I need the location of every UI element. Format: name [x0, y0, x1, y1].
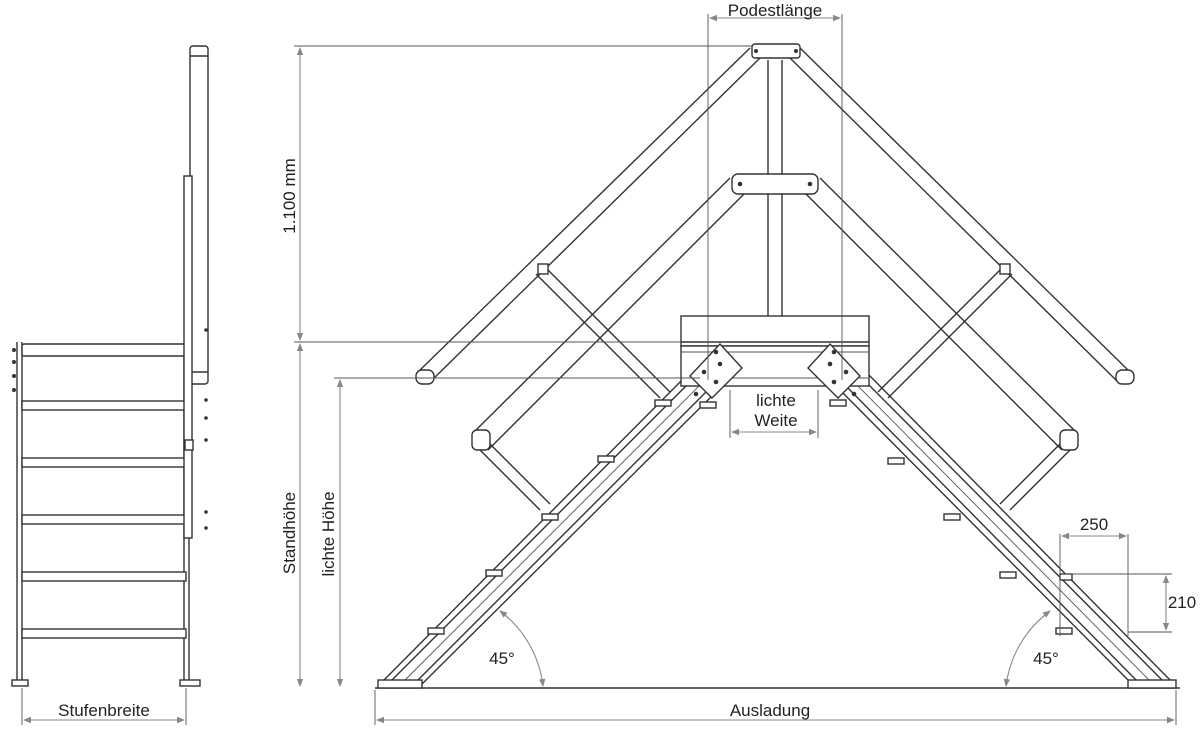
platform	[680, 315, 870, 399]
right-stringer	[835, 373, 1177, 689]
tread-depth-label: 250	[1080, 515, 1108, 534]
riser-height-label: 210	[1168, 593, 1196, 612]
side-view: Stufenbreite	[11, 45, 209, 725]
lichte-hoehe-label: lichte Höhe	[319, 491, 338, 576]
stufenbreite-label: Stufenbreite	[58, 701, 150, 720]
angle-right-label: 45°	[1033, 649, 1059, 668]
left-stringer	[377, 371, 723, 689]
standhoehe-label: Standhöhe	[280, 492, 299, 574]
front-view: Podestlänge 1.100 mm Standhöhe lichte Hö…	[280, 1, 1196, 725]
left-step-brackets	[427, 399, 717, 635]
rail-posts	[479, 263, 1071, 511]
side-treads	[21, 400, 187, 639]
inner-handrail	[471, 173, 1079, 451]
angle-left-label: 45°	[489, 649, 515, 668]
ausladung-label: Ausladung	[730, 701, 810, 720]
lichte-weite-label-2: Weite	[754, 411, 797, 430]
outer-handrail	[415, 47, 1135, 385]
lichte-weite-label-1: lichte	[756, 391, 796, 410]
right-step-brackets	[829, 399, 1073, 635]
podestlaenge-label: Podestlänge	[728, 1, 823, 20]
height-1100-label: 1.100 mm	[280, 158, 299, 234]
